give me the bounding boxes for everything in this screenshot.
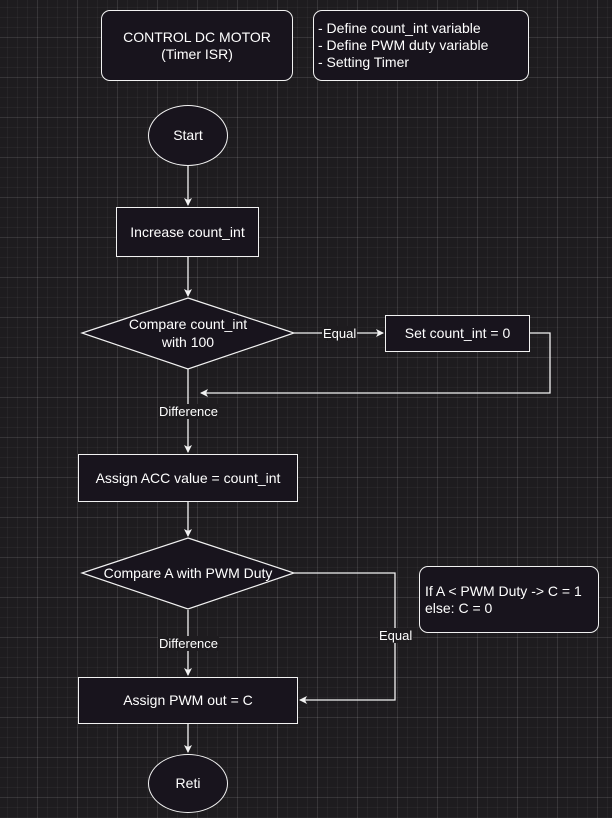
- edge-label-equal: Equal: [378, 628, 414, 643]
- compare-pwm-decision[interactable]: Compare A with PWM Duty: [103, 565, 273, 581]
- compare-pwm-diamond: [80, 537, 296, 610]
- compare-count-decision[interactable]: Compare count_int with 100: [128, 316, 248, 350]
- edge-label-difference: Difference: [158, 636, 220, 651]
- edge-label-equal: Equal: [322, 326, 358, 341]
- set-count-zero-process[interactable]: Set count_int = 0: [385, 315, 530, 352]
- edge-set-loopback: [200, 332, 551, 397]
- start-node[interactable]: Start: [148, 105, 228, 166]
- compare-count-diamond: [80, 297, 296, 370]
- assign-acc-process[interactable]: Assign ACC value = count_int: [78, 454, 298, 502]
- pwm-rule-note[interactable]: If A < PWM Duty -> C = 1 else: C = 0: [419, 566, 599, 633]
- assign-pwm-process[interactable]: Assign PWM out = C: [78, 677, 298, 724]
- edge-label-difference: Difference: [158, 404, 220, 419]
- setup-note[interactable]: - Define count_int variable - Define PWM…: [313, 10, 529, 81]
- title-box[interactable]: CONTROL DC MOTOR (Timer ISR): [101, 10, 293, 81]
- increase-count-process[interactable]: Increase count_int: [116, 207, 259, 257]
- reti-end-node[interactable]: Reti: [148, 754, 228, 813]
